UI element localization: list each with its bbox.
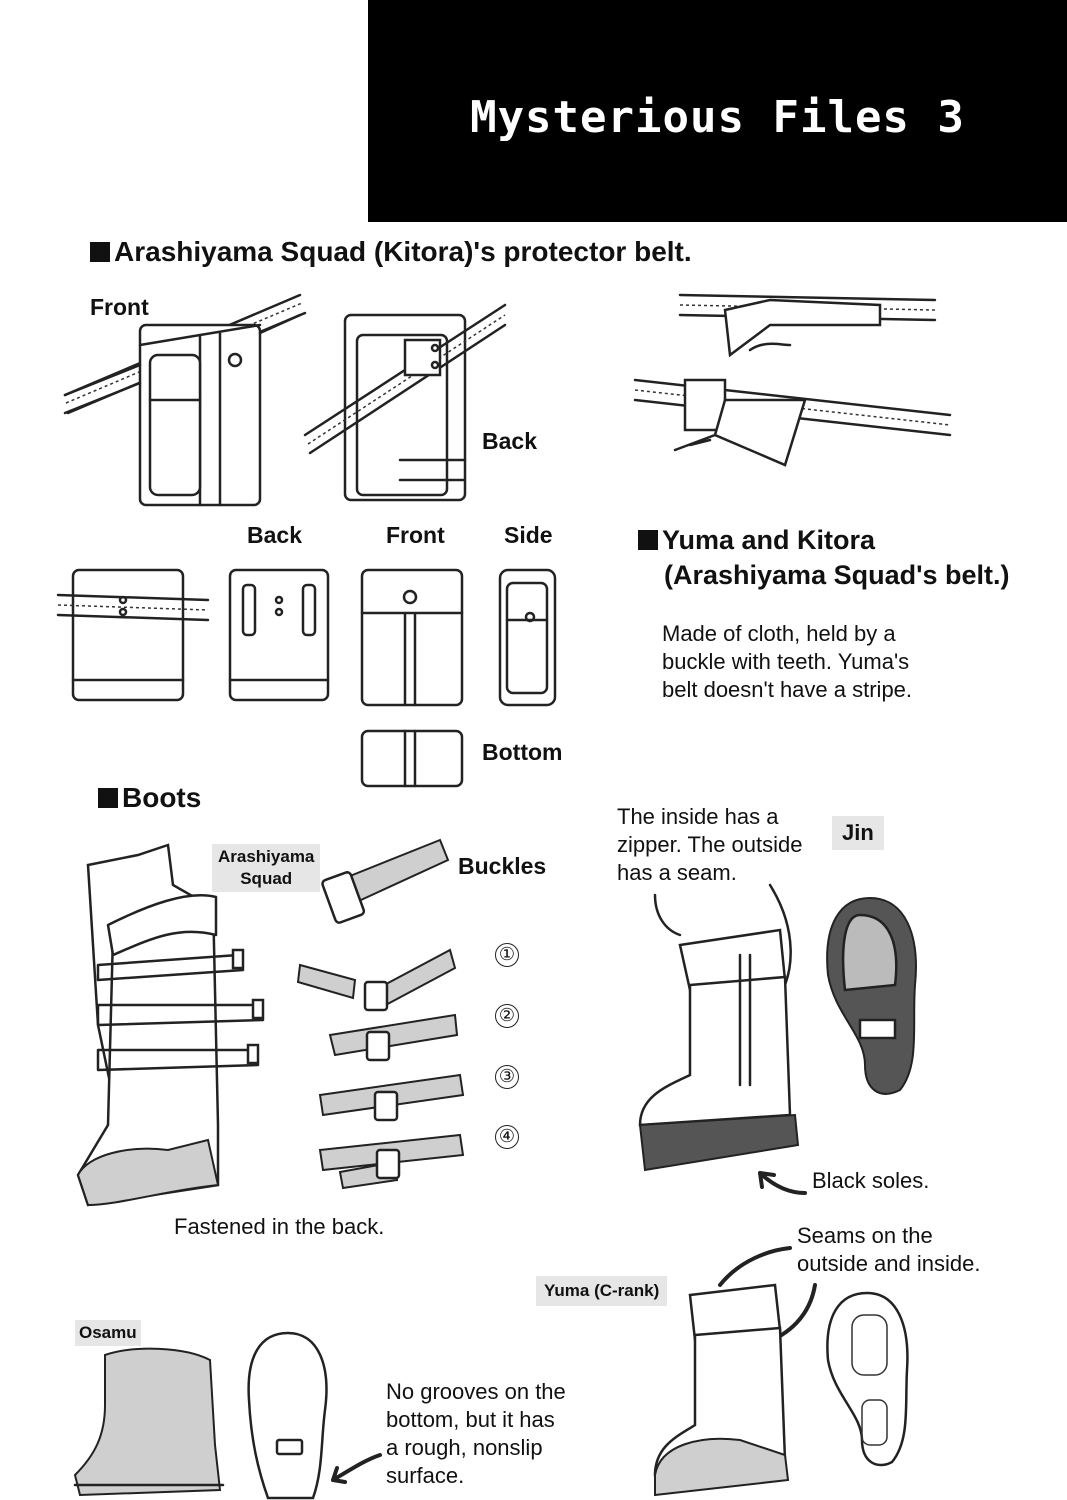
arrow-icon (331, 1453, 382, 1484)
arashiyama-boot-illustration (76, 843, 265, 1207)
belt-strap-illustration (633, 293, 952, 467)
buckle-step-3: ③ (495, 1065, 519, 1089)
buckle-step-1: ① (495, 943, 519, 967)
yuma-kitora-heading-line1: Yuma and Kitora (662, 525, 876, 555)
buckle-step-2: ② (495, 1004, 519, 1028)
square-bullet-icon (90, 242, 110, 262)
fastened-note: Fastened in the back. (174, 1214, 385, 1239)
jin-boot-illustration (638, 883, 800, 1172)
label-front: Front (386, 522, 445, 548)
label-back: Back (247, 522, 302, 548)
label-front-top: Front (90, 294, 149, 320)
buckle-step-4: ④ (495, 1125, 519, 1149)
arrow-icon (758, 1171, 807, 1195)
yuma-kitora-heading-line2: (Arashiyama Squad's belt.) (664, 560, 1010, 590)
boots-section-heading: Boots (98, 782, 201, 814)
jin-tag: Jin (832, 816, 884, 850)
pouch-back-illustration (303, 303, 507, 502)
square-bullet-icon (98, 788, 118, 808)
square-bullet-icon (638, 530, 658, 550)
page-title: Mysterious Files 3 (470, 92, 965, 143)
yuma-kitora-heading: Yuma and Kitora (638, 525, 875, 556)
boots-heading-text: Boots (122, 782, 202, 813)
buckle-strap-illustration (321, 838, 450, 924)
osamu-boot-illustration (73, 1347, 225, 1497)
jin-note: The inside has a zipper. The outside has… (617, 804, 803, 885)
osamu-boot-sole-illustration (247, 1331, 328, 1500)
yuma-boot-illustration (653, 1246, 817, 1497)
buckles-label: Buckles (458, 853, 547, 879)
osamu-note: No grooves on the bottom, but it has a r… (386, 1379, 566, 1488)
belt-section-heading: Arashiyama Squad (Kitora)'s protector be… (90, 236, 692, 268)
pouch-side-view-illustration (498, 568, 557, 707)
label-bottom: Bottom (482, 739, 563, 765)
yuma-kitora-description: Made of cloth, held by a buckle with tee… (662, 621, 913, 702)
black-soles-note: Black soles. (812, 1168, 930, 1193)
label-side: Side (504, 522, 553, 548)
arashiyama-squad-tag: Arashiyama Squad (212, 844, 321, 892)
yuma-tag: Yuma (C-rank) (536, 1276, 668, 1306)
title-banner: Mysterious Files 3 (368, 0, 1067, 222)
jin-boot-sole-illustration (826, 896, 917, 1095)
belt-heading-text: Arashiyama Squad (Kitora)'s protector be… (114, 236, 692, 267)
pouch-front-illustration (63, 293, 307, 507)
pouch-back-with-belt-illustration (56, 568, 210, 702)
yuma-boot-sole-illustration (826, 1291, 909, 1467)
osamu-tag: Osamu (75, 1320, 141, 1346)
label-back-top: Back (482, 428, 537, 454)
pouch-front-view-illustration (360, 568, 464, 707)
pouch-bottom-view-illustration (360, 729, 464, 788)
yuma-note: Seams on the outside and inside. (797, 1223, 981, 1276)
buckle-steps-illustration (296, 948, 465, 1190)
pouch-back-view-illustration (228, 568, 330, 702)
